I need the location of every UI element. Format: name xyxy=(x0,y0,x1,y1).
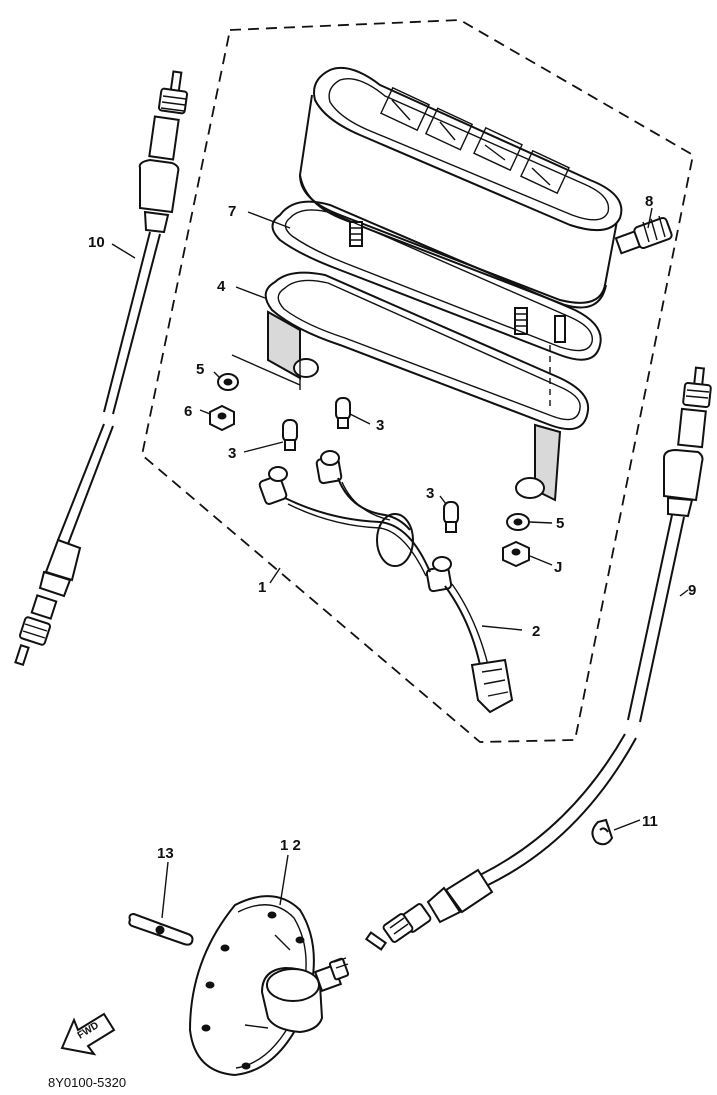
callout-5-right: 5 xyxy=(556,515,564,532)
drawing-code: 8Y0100-5320 xyxy=(48,1075,126,1090)
callout-5-left: 5 xyxy=(196,361,204,378)
callout-1: 1 xyxy=(258,579,266,596)
wire-harness xyxy=(258,450,514,714)
callout-4: 4 xyxy=(217,278,226,295)
leader-lines xyxy=(111,207,689,919)
callout-j: J xyxy=(554,559,562,576)
drive-pin xyxy=(128,912,194,946)
bulb-b xyxy=(335,397,351,429)
right-nut xyxy=(502,540,530,568)
cable-clamp xyxy=(591,818,614,846)
callout-7: 7 xyxy=(228,203,236,220)
bulb-c xyxy=(443,501,459,533)
tachometer-cable xyxy=(364,366,712,951)
callouts: 7 4 8 5 6 3 3 3 5 J 2 1 10 9 11 1 2 13 xyxy=(88,193,696,862)
right-washer xyxy=(506,513,530,531)
callout-3-middle: 3 xyxy=(376,417,384,434)
forward-arrow-icon: FWD xyxy=(60,1012,116,1056)
callout-11: 11 xyxy=(642,813,658,830)
gasket xyxy=(271,200,602,361)
callout-10: 10 xyxy=(88,234,105,251)
bulb-a xyxy=(282,419,298,451)
callout-12: 1 2 xyxy=(280,837,301,854)
drive-gear-housing xyxy=(188,895,350,1077)
callout-2: 2 xyxy=(532,623,540,640)
left-washer xyxy=(217,373,239,391)
left-nut xyxy=(209,404,235,432)
callout-3-left: 3 xyxy=(228,445,236,462)
speedometer-cable xyxy=(14,70,189,667)
trip-knob xyxy=(614,215,673,255)
callout-9: 9 xyxy=(688,582,696,599)
meter-case xyxy=(231,271,590,502)
callout-3-right: 3 xyxy=(426,485,434,502)
callout-6-left: 6 xyxy=(184,403,192,420)
meter-housing xyxy=(298,66,623,343)
callout-8: 8 xyxy=(645,193,653,210)
callout-13: 13 xyxy=(157,845,174,862)
